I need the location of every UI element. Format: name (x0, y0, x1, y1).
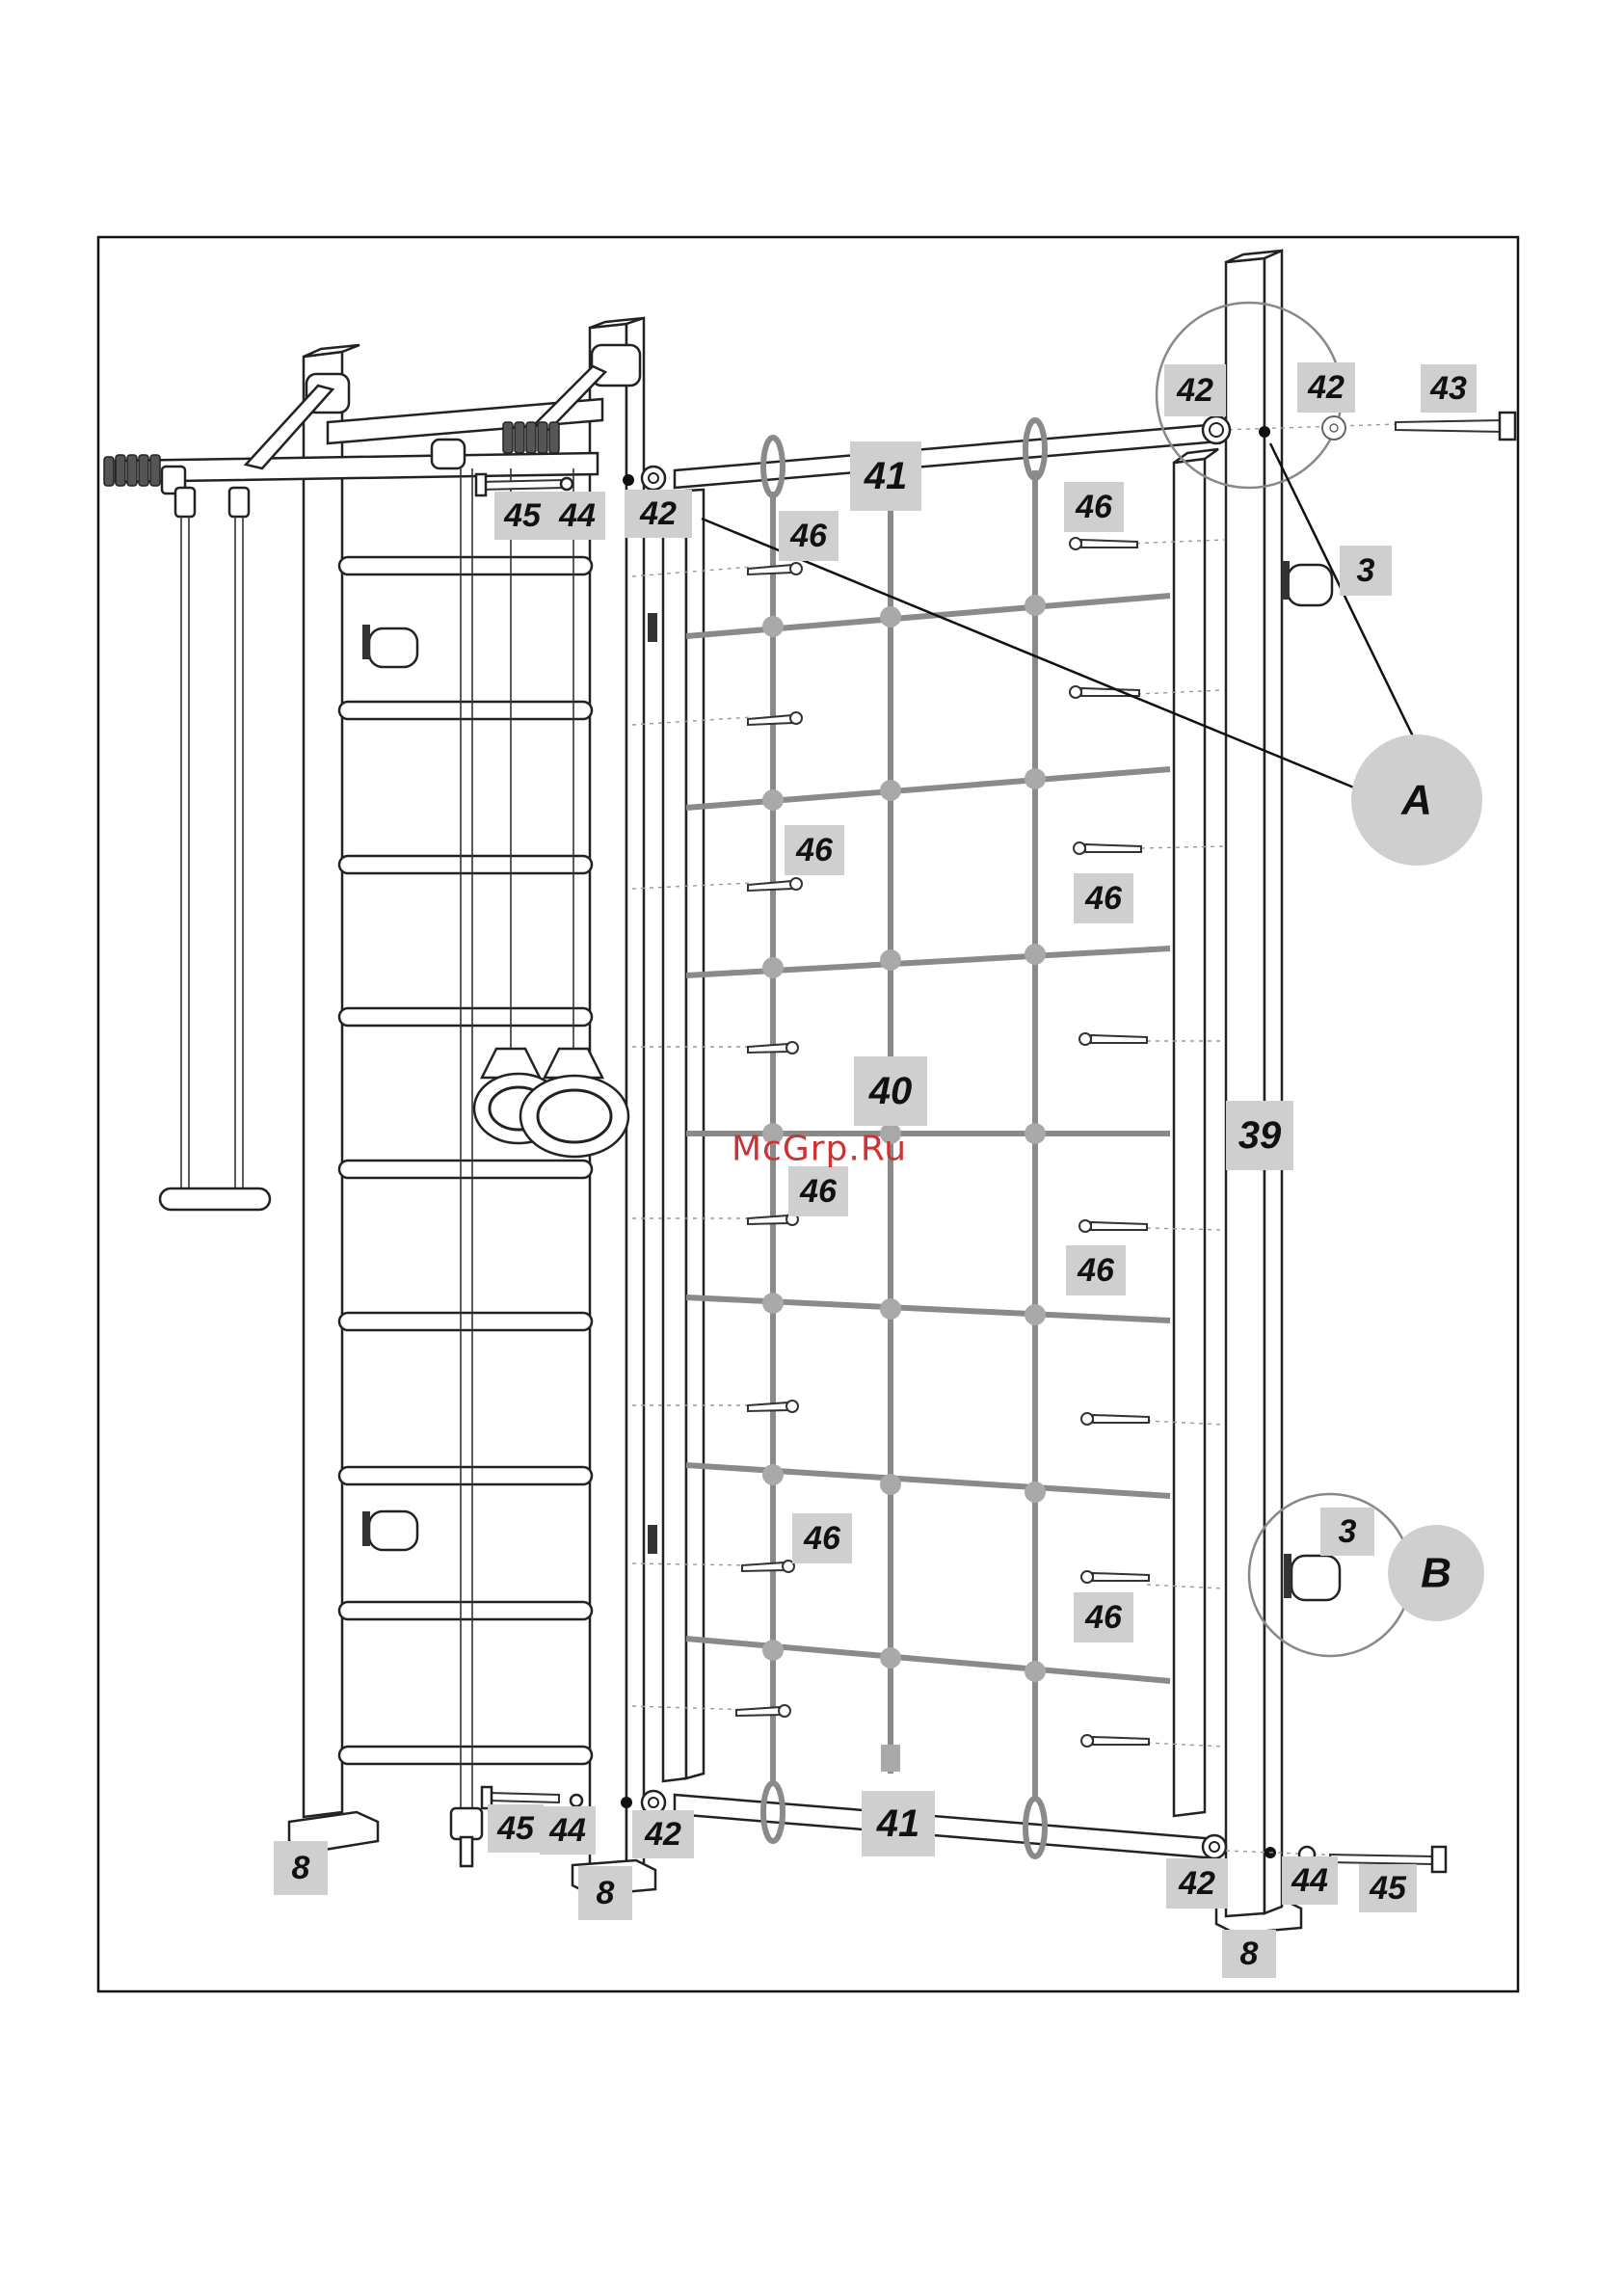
part-tag-45: 45 (494, 492, 550, 540)
part-tag-39-text: 39 (1238, 1114, 1282, 1157)
part-tag-42-circle-right: 42 (1297, 362, 1355, 413)
part-tag-3-detail-text: 3 (1339, 1513, 1357, 1550)
callout-b-label: B (1421, 1550, 1451, 1597)
part-tag-40-text: 40 (868, 1070, 913, 1112)
part-tag-46: 46 (788, 1166, 848, 1216)
part-tag-8-right: 8 (1222, 1930, 1276, 1978)
part-tag-44-bottom-right-text: 44 (1291, 1862, 1328, 1899)
part-tag-3: 3 (1340, 546, 1392, 596)
part-tag-46: 46 (1066, 1245, 1126, 1295)
part-tag-40: 40 (854, 1056, 927, 1126)
part-tag-42-bottom-left-text: 42 (644, 1816, 681, 1853)
part-tag-8-right-text: 8 (1240, 1936, 1259, 1972)
part-tag-46: 46 (792, 1513, 852, 1563)
part-tag-46-text: 46 (1084, 1599, 1123, 1636)
net-side-board-right (1174, 449, 1218, 1816)
part-tag-44: 44 (549, 492, 605, 540)
part-tag-46-text: 46 (789, 518, 828, 554)
part-tag-8-left-text: 8 (292, 1850, 310, 1886)
callout-a: A (1351, 734, 1482, 866)
part-tag-46-text: 46 (1075, 489, 1113, 525)
part-tag-42-bottom-right-text: 42 (1178, 1865, 1215, 1902)
part-tag-45-bottom-left: 45 (488, 1804, 544, 1853)
part-tag-3-detail: 3 (1320, 1508, 1374, 1556)
feet-blocks (289, 1812, 1301, 1934)
net-screws (632, 538, 1224, 1747)
part-tag-46-text: 46 (803, 1520, 841, 1557)
part-tag-45-bottom-right: 45 (1359, 1864, 1417, 1912)
wall-post-right (1226, 251, 1332, 1916)
net-bottom-bar (675, 1795, 1222, 1858)
part-tag-46-text: 46 (799, 1173, 838, 1210)
part-tag-8-left: 8 (274, 1841, 328, 1895)
net-top-bar (675, 424, 1225, 488)
part-tag-42-circle-left-text: 42 (1176, 372, 1213, 409)
part-tag-41-top: 41 (850, 441, 921, 511)
callout-a-label: A (1400, 777, 1432, 824)
trapeze-swing (160, 517, 270, 1210)
part-tag-8-mid-text: 8 (597, 1875, 615, 1911)
part-tag-46-text: 46 (795, 832, 834, 868)
part-tag-8-mid: 8 (578, 1866, 632, 1920)
part-tag-41-bottom-text: 41 (876, 1802, 920, 1845)
part-tag-45-bottom-right-text: 45 (1369, 1870, 1407, 1907)
part-tag-41-top-text: 41 (864, 455, 908, 497)
part-tag-43: 43 (1421, 364, 1477, 413)
part-tag-42-circle-right-text: 42 (1307, 369, 1344, 406)
part-tag-45-bottom-left-text: 45 (496, 1810, 535, 1847)
part-tag-46: 46 (1074, 873, 1133, 923)
part-tag-45-text: 45 (503, 497, 542, 534)
part-tag-44-bottom-left-text: 44 (548, 1812, 586, 1849)
part-tag-42-bottom-left: 42 (632, 1810, 694, 1858)
leader-lines (702, 443, 1415, 1575)
part-tag-42: 42 (625, 490, 692, 538)
watermark: McGrp.Ru (732, 1130, 907, 1169)
part-tag-39: 39 (1226, 1101, 1293, 1170)
part-tag-46-text: 46 (1077, 1252, 1115, 1289)
part-tag-46: 46 (1074, 1592, 1133, 1642)
part-tag-46: 46 (1064, 482, 1124, 532)
part-tag-46-text: 46 (1084, 880, 1123, 917)
wall-bars-rungs (339, 557, 592, 1764)
part-tag-46: 46 (779, 511, 839, 561)
part-tag-44-bottom-right: 44 (1282, 1856, 1338, 1905)
part-tag-42-bottom-right: 42 (1166, 1858, 1228, 1909)
part-tag-42-circle-left: 42 (1164, 364, 1226, 416)
part-tag-44-text: 44 (558, 497, 596, 534)
part-tag-3-text: 3 (1357, 552, 1375, 589)
part-tag-46: 46 (785, 825, 844, 875)
part-tag-42-text: 42 (639, 495, 677, 532)
part-tag-41-bottom: 41 (862, 1791, 935, 1856)
callout-b: B (1388, 1525, 1484, 1621)
part-tag-44-bottom-left: 44 (540, 1806, 596, 1855)
part-tag-43-text: 43 (1429, 370, 1467, 407)
